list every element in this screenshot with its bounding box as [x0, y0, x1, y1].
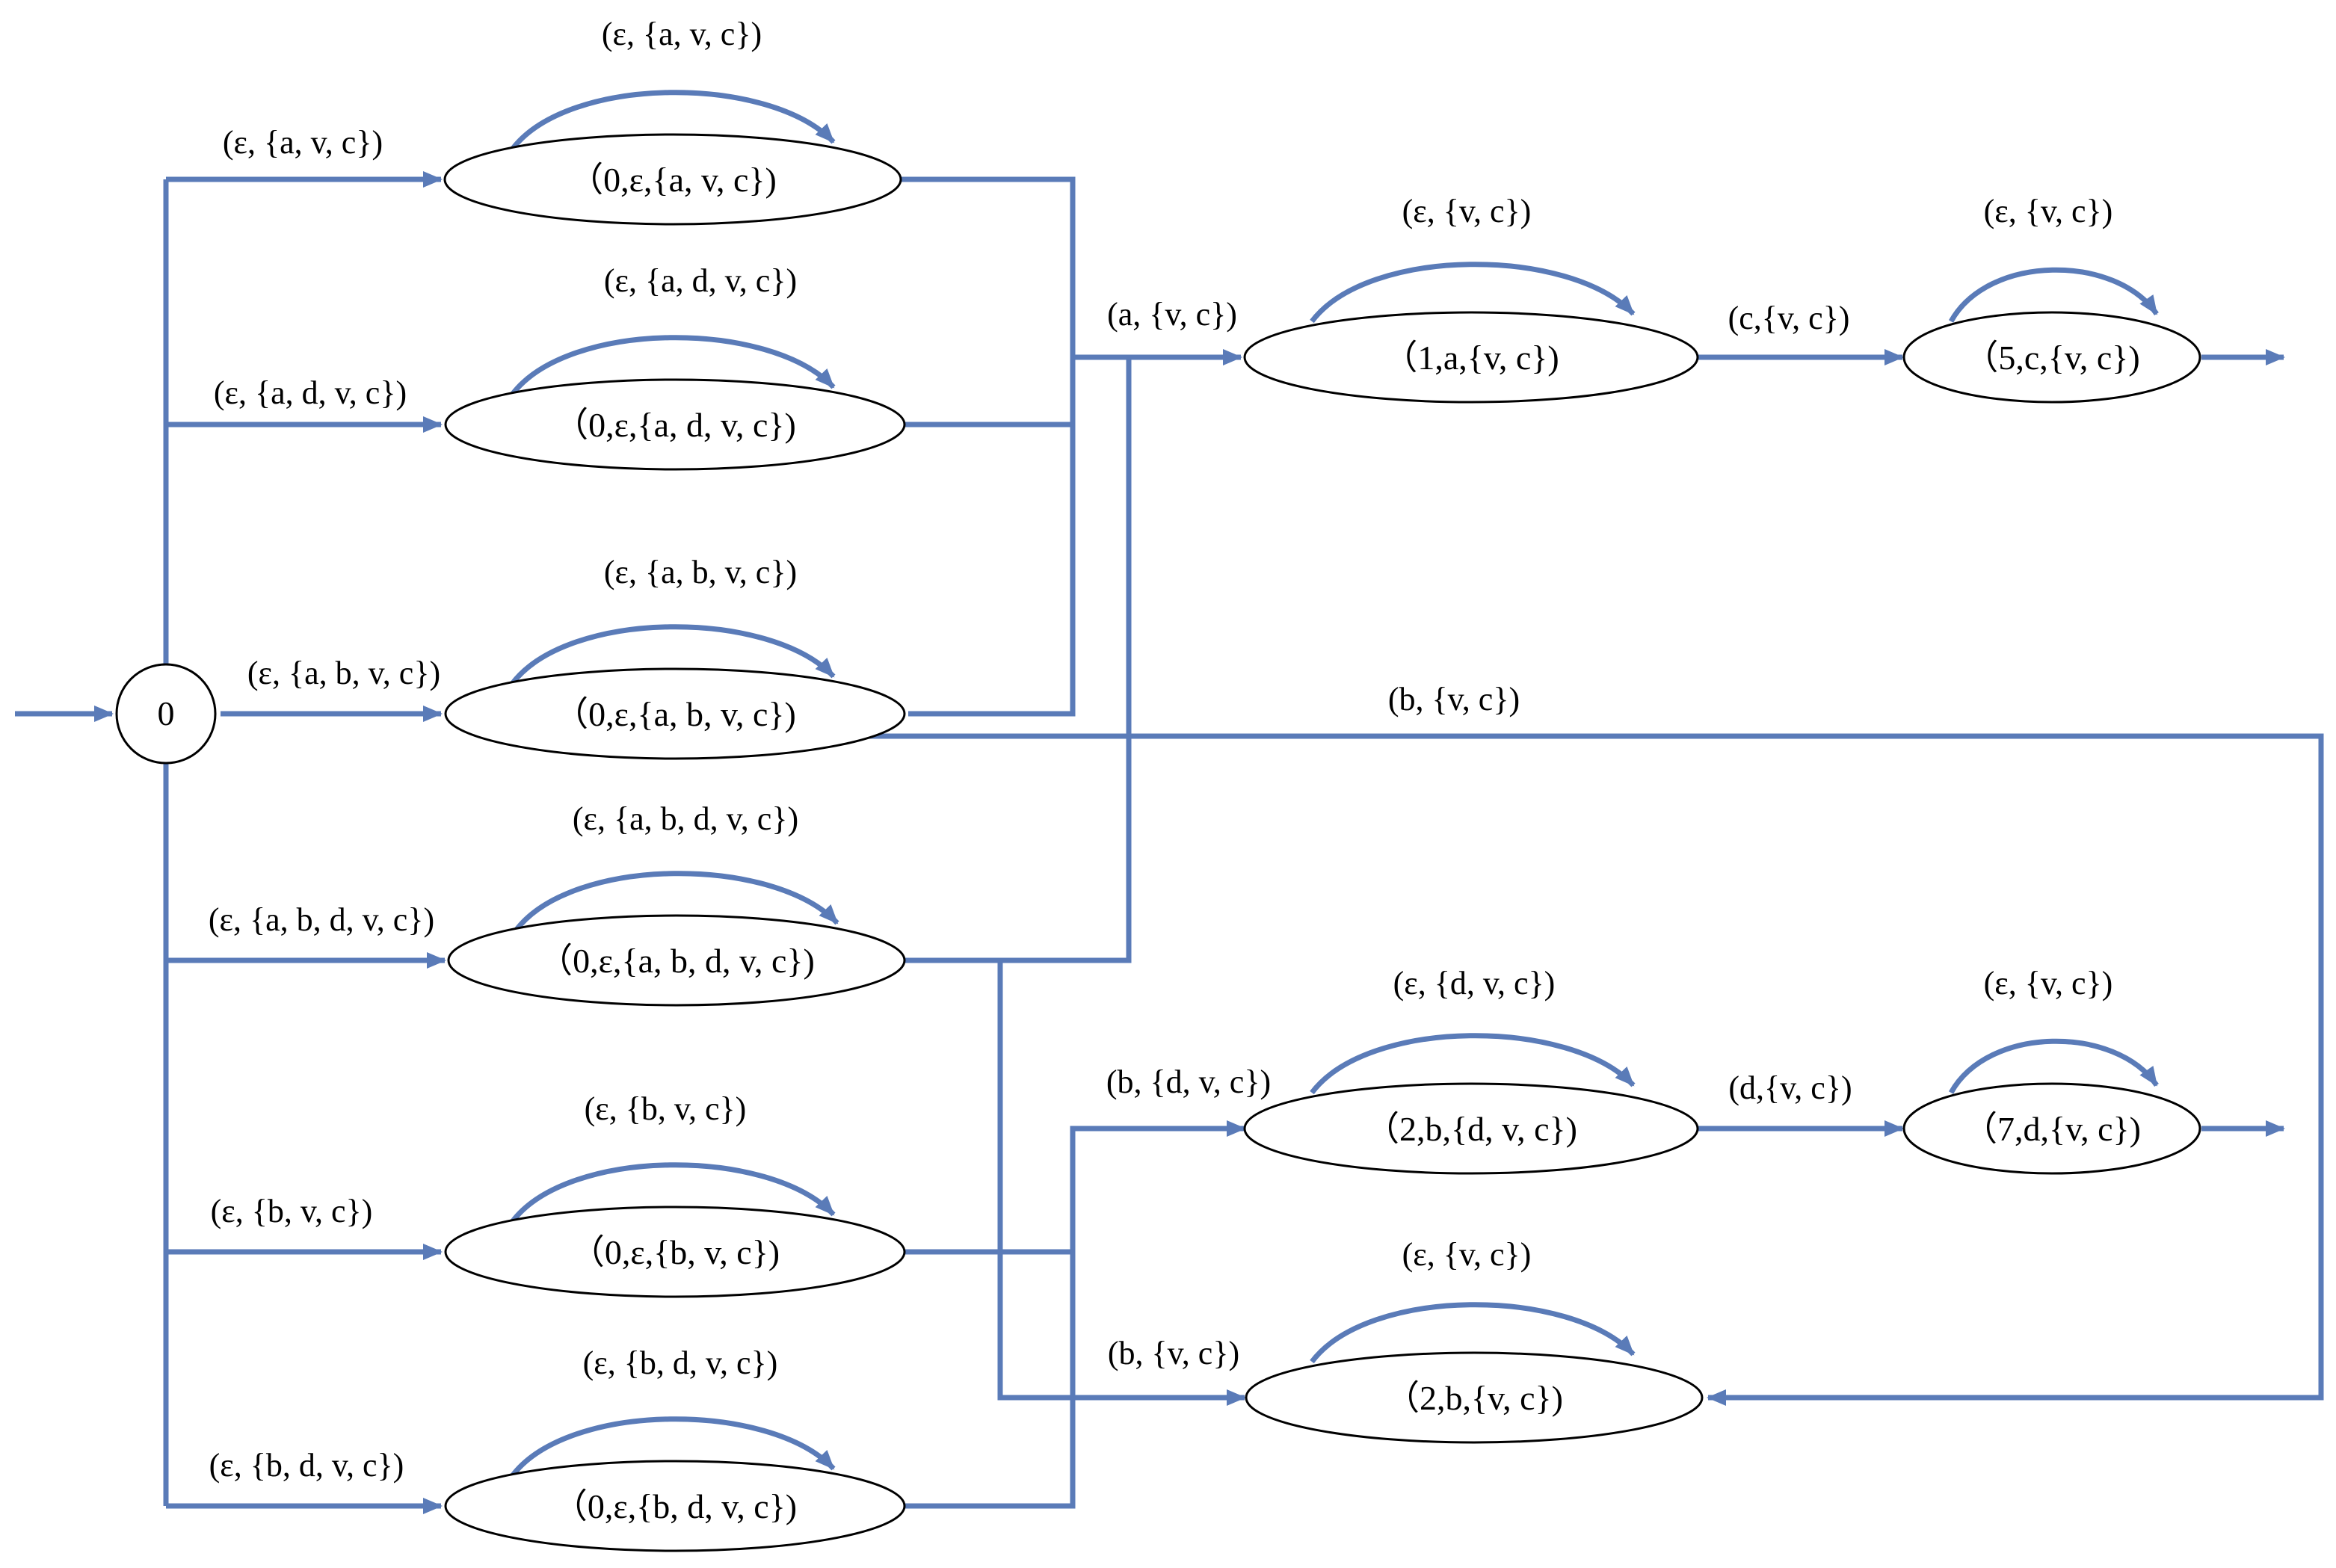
- label-loop-avc: (ε, {a, v, c}): [602, 16, 762, 52]
- label-loop-s1: (ε, {v, c}): [1402, 193, 1532, 229]
- loop-bdvc: [510, 1416, 836, 1478]
- label-in-advc: (ε, {a, d, v, c}): [214, 374, 407, 411]
- state-s1-label: （1,a,{v, c}): [1383, 339, 1559, 377]
- label-s2dvc-to-s7: (d,{v, c}): [1728, 1069, 1852, 1106]
- edge-abvc-to-s2vc: [867, 733, 2324, 1406]
- label-in-abdvc: (ε, {a, b, d, v, c}): [209, 901, 434, 938]
- state-bvc: （0,ε,{b, v, c}): [444, 1206, 906, 1298]
- state-avc: （0,ε,{a, v, c}): [443, 133, 902, 226]
- label-s1-to-s5: (c,{v, c}): [1728, 300, 1850, 336]
- loop-s1: [1310, 262, 1636, 324]
- label-loop-s5: (ε, {v, c}): [1984, 193, 2113, 229]
- state-s5: （5,c,{v, c}): [1902, 311, 2201, 404]
- label-in-avc: (ε, {a, v, c}): [223, 124, 383, 161]
- state-abvc-label: （0,ε,{a, b, v, c}): [554, 695, 796, 733]
- state-s2vc: （2,b,{v, c}): [1245, 1351, 1704, 1444]
- label-loop-s2vc: (ε, {v, c}): [1402, 1236, 1532, 1273]
- loop-s5: [1948, 267, 2159, 323]
- loop-avc: [510, 90, 836, 152]
- state-bdvc-label: （0,ε,{b, d, v, c}): [553, 1487, 797, 1525]
- label-to-s2dvc: (b, {d, v, c}): [1106, 1064, 1271, 1100]
- edge-abdvc-out-a: [904, 357, 1132, 963]
- loop-bvc: [510, 1162, 836, 1224]
- label-in-abvc: (ε, {a, b, v, c}): [247, 655, 440, 691]
- label-loop-abdvc: (ε, {a, b, d, v, c}): [573, 800, 798, 837]
- state-s7-label: （7,d,{v, c}): [1963, 1110, 2141, 1148]
- edge-abdvc-to-s2vc: [997, 960, 1246, 1406]
- loop-advc: [510, 335, 836, 397]
- label-loop-advc: (ε, {a, d, v, c}): [604, 262, 797, 299]
- state-s2dvc-label: （2,b,{d, v, c}): [1365, 1110, 1577, 1148]
- loop-s2vc: [1310, 1302, 1636, 1364]
- label-in-bvc: (ε, {b, v, c}): [211, 1193, 373, 1229]
- state-s7: （7,d,{v, c}): [1902, 1082, 2201, 1175]
- state-advc: （0,ε,{a, d, v, c}): [444, 378, 906, 471]
- edge-to-s2dvc: [1070, 1120, 1246, 1252]
- loop-s2dvc: [1310, 1033, 1636, 1095]
- state-abdvc-label: （0,ε,{a, b, d, v, c}): [538, 942, 815, 980]
- label-loop-s7: (ε, {v, c}): [1984, 965, 2113, 1001]
- state-avc-label: （0,ε,{a, v, c}): [569, 161, 777, 199]
- state-s1: （1,a,{v, c}): [1243, 311, 1699, 404]
- self-loops: [510, 90, 2159, 1478]
- start-node: 0: [115, 663, 217, 765]
- label-to-s2vc: (b, {v, c}): [1108, 1335, 1239, 1371]
- label-loop-abvc: (ε, {a, b, v, c}): [604, 554, 797, 590]
- loop-abdvc: [514, 871, 839, 933]
- label-in-bdvc: (ε, {b, d, v, c}): [209, 1447, 404, 1484]
- edge-bvc-out: [904, 1249, 1076, 1509]
- state-s2dvc: （2,b,{d, v, c}): [1243, 1082, 1699, 1175]
- label-abvc-to-s2vc: (b, {v, c}): [1388, 681, 1520, 717]
- state-bvc-label: （0,ε,{b, v, c}): [570, 1233, 780, 1271]
- loop-abvc: [510, 624, 836, 686]
- edge-labels: (ε, {a, v, c}) (ε, {a, d, v, c}) (ε, {a,…: [209, 16, 2112, 1484]
- state-bdvc: （0,ε,{b, d, v, c}): [444, 1460, 906, 1552]
- start-node-label: 0: [158, 694, 175, 732]
- loop-s7: [1948, 1038, 2159, 1094]
- state-abdvc: （0,ε,{a, b, d, v, c}): [447, 914, 906, 1007]
- state-s5-label: （5,c,{v, c}): [1964, 339, 2139, 377]
- label-loop-s2dvc: (ε, {d, v, c}): [1393, 965, 1556, 1001]
- edge-avc-out: [901, 176, 1076, 717]
- label-loop-bvc: (ε, {b, v, c}): [585, 1090, 747, 1127]
- edges: [15, 171, 2324, 1514]
- state-abvc: （0,ε,{a, b, v, c}): [444, 667, 906, 760]
- label-to-s1: (a, {v, c}): [1107, 296, 1237, 333]
- label-loop-bdvc: (ε, {b, d, v, c}): [583, 1345, 778, 1381]
- nodes: 0 （0,ε,{a, v, c}) （0,ε,{a, d, v, c}) （0,…: [115, 133, 2201, 1552]
- state-s2vc-label: （2,b,{v, c}): [1385, 1379, 1563, 1417]
- state-advc-label: （0,ε,{a, d, v, c}): [554, 406, 796, 444]
